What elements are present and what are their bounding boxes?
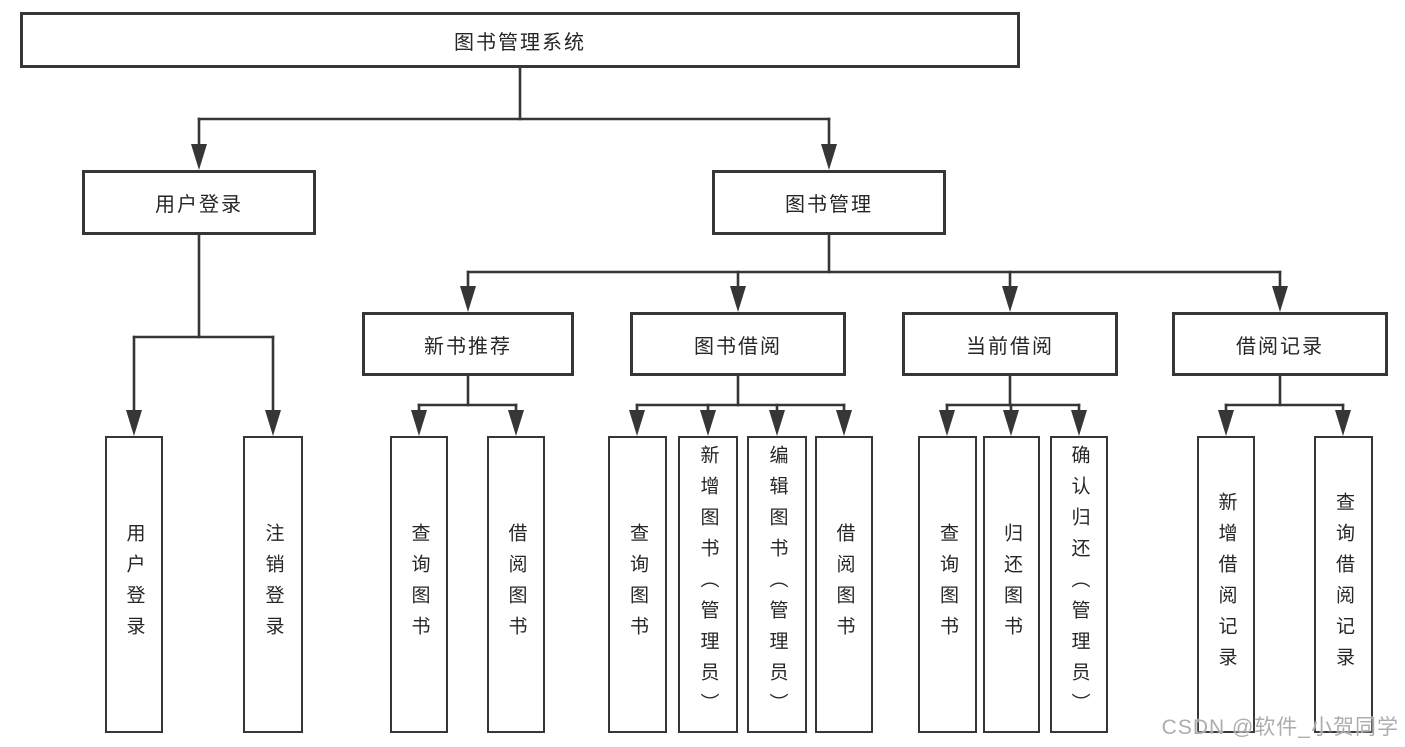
arrowhead-down-icon bbox=[1071, 410, 1087, 436]
leaf-add-borrow-record-label: 新增借阅记录 bbox=[1215, 491, 1237, 678]
connector-group bbox=[939, 374, 1087, 436]
leaf-return-book: 归还图书 bbox=[983, 436, 1040, 733]
connector-group bbox=[460, 233, 1288, 312]
leaf-logout-label: 注销登录 bbox=[262, 522, 284, 647]
arrowhead-down-icon bbox=[700, 410, 716, 436]
leaf-borrow-books-borrowing-label: 借阅图书 bbox=[833, 522, 855, 647]
node-borrowing-records: 借阅记录 bbox=[1172, 312, 1388, 376]
leaf-query-books-recommend-label: 查询图书 bbox=[408, 522, 430, 647]
arrowhead-down-icon bbox=[629, 410, 645, 436]
arrowhead-down-icon bbox=[821, 144, 837, 170]
arrowhead-down-icon bbox=[1003, 410, 1019, 436]
arrowhead-down-icon bbox=[769, 410, 785, 436]
leaf-borrow-books-recommend-label: 借阅图书 bbox=[505, 522, 527, 647]
csdn-watermark: CSDN @软件_小贺同学 bbox=[1161, 716, 1399, 739]
leaf-user-login: 用户登录 bbox=[105, 436, 163, 733]
node-book-borrowing: 图书借阅 bbox=[630, 312, 846, 376]
arrowhead-down-icon bbox=[1272, 286, 1288, 312]
arrowhead-down-icon bbox=[126, 410, 142, 436]
arrowhead-down-icon bbox=[508, 410, 524, 436]
connector-group bbox=[629, 374, 852, 436]
leaf-confirm-return-admin-label: 确认归还（管理员） bbox=[1068, 445, 1090, 724]
arrowhead-down-icon bbox=[1002, 286, 1018, 312]
arrowhead-down-icon bbox=[411, 410, 427, 436]
arrowhead-down-icon bbox=[1218, 410, 1234, 436]
connector-group bbox=[411, 374, 524, 436]
leaf-query-books-current-label: 查询图书 bbox=[937, 522, 958, 647]
arrowhead-down-icon bbox=[939, 410, 955, 436]
leaf-logout: 注销登录 bbox=[243, 436, 303, 733]
arrowhead-down-icon bbox=[191, 144, 207, 170]
connector-group bbox=[126, 233, 281, 436]
arrowhead-down-icon bbox=[265, 410, 281, 436]
leaf-query-borrow-record-label: 查询借阅记录 bbox=[1333, 491, 1354, 678]
leaf-add-book-admin-label: 新增图书（管理员） bbox=[697, 445, 719, 724]
leaf-borrow-books-borrowing: 借阅图书 bbox=[815, 436, 873, 733]
node-book-management: 图书管理 bbox=[712, 170, 946, 235]
leaf-query-books-borrowing: 查询图书 bbox=[608, 436, 667, 733]
arrowhead-down-icon bbox=[460, 286, 476, 312]
leaf-edit-book-admin: 编辑图书（管理员） bbox=[747, 436, 807, 733]
node-new-book-recommend: 新书推荐 bbox=[362, 312, 574, 376]
leaf-confirm-return-admin: 确认归还（管理员） bbox=[1050, 436, 1108, 733]
arrowhead-down-icon bbox=[1335, 410, 1351, 436]
leaf-add-book-admin: 新增图书（管理员） bbox=[678, 436, 738, 733]
connector-group bbox=[1218, 374, 1351, 436]
leaf-user-login-label: 用户登录 bbox=[123, 522, 145, 647]
leaf-query-books-borrowing-label: 查询图书 bbox=[627, 522, 648, 647]
node-user-login: 用户登录 bbox=[82, 170, 316, 235]
leaf-return-book-label: 归还图书 bbox=[1001, 522, 1022, 647]
arrowhead-down-icon bbox=[836, 410, 852, 436]
node-library-management-system: 图书管理系统 bbox=[20, 12, 1020, 68]
leaf-query-books-recommend: 查询图书 bbox=[390, 436, 448, 733]
leaf-query-books-current: 查询图书 bbox=[918, 436, 977, 733]
leaf-query-borrow-record: 查询借阅记录 bbox=[1314, 436, 1373, 733]
leaf-borrow-books-recommend: 借阅图书 bbox=[487, 436, 545, 733]
leaf-edit-book-admin-label: 编辑图书（管理员） bbox=[766, 445, 788, 724]
leaf-add-borrow-record: 新增借阅记录 bbox=[1197, 436, 1255, 733]
connector-group bbox=[191, 66, 837, 170]
arrowhead-down-icon bbox=[730, 286, 746, 312]
node-current-borrowing: 当前借阅 bbox=[902, 312, 1118, 376]
